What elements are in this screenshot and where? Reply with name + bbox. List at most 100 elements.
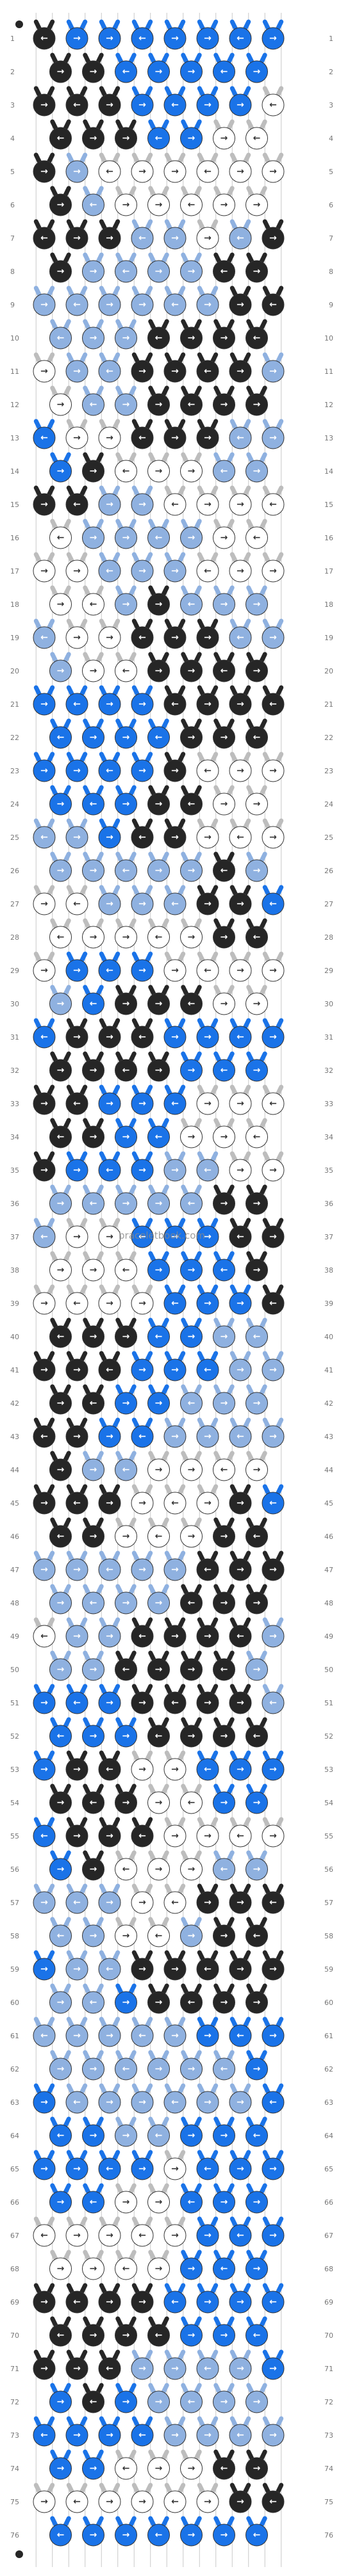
knot-arrow-icon: ←: [220, 1864, 228, 1874]
knot-arrow-icon: →: [155, 1465, 163, 1475]
knot-arrow-icon: →: [155, 2463, 163, 2474]
knot-arrow-icon: →: [122, 732, 130, 743]
knot-arrow-icon: ←: [204, 166, 212, 177]
knot: [245, 1725, 268, 1748]
knot-arrow-icon: ←: [106, 1565, 113, 1575]
knot: [262, 2424, 285, 2447]
knot-arrow-icon: →: [269, 433, 277, 443]
knot-arrow-icon: →: [171, 1365, 179, 1375]
knot: [82, 659, 104, 682]
knot: [33, 2024, 56, 2047]
knot-arrow-icon: →: [220, 333, 228, 343]
knot: [213, 193, 235, 216]
knot: [33, 759, 56, 782]
knot: [229, 93, 252, 117]
knot: [49, 2324, 72, 2347]
knot: [131, 2224, 154, 2247]
knot-arrow-icon: ←: [204, 566, 212, 576]
knot: [245, 460, 268, 483]
knot: [65, 1292, 88, 1315]
knot-arrow-icon: →: [57, 1864, 65, 1874]
knot-arrow-icon: ←: [204, 366, 212, 376]
knot-arrow-icon: →: [269, 166, 277, 177]
knot-arrow-icon: →: [73, 766, 81, 776]
knot: [180, 659, 203, 682]
row-number: 40: [324, 1333, 333, 1341]
knot: [82, 393, 104, 416]
knot: [49, 1658, 72, 1681]
knot: [33, 1159, 56, 1182]
knot: [229, 2224, 252, 2247]
row-number: 58: [10, 1932, 19, 1940]
knot: [131, 1159, 154, 1182]
knot: [33, 1625, 56, 1648]
knot-arrow-icon: →: [269, 1964, 277, 1974]
knot-arrow-icon: →: [155, 466, 163, 476]
knot-arrow-icon: ←: [188, 599, 195, 609]
knot: [131, 826, 154, 849]
knot: [180, 193, 203, 216]
knot-arrow-icon: →: [171, 1631, 179, 1641]
knot: [98, 27, 121, 50]
knot: [245, 2257, 268, 2280]
knot: [65, 1026, 88, 1049]
knot-arrow-icon: ←: [73, 1498, 81, 1508]
knot-arrow-icon: →: [106, 1631, 113, 1641]
knot-arrow-icon: ←: [90, 1997, 97, 2008]
knot: [163, 93, 187, 117]
knot: [245, 1858, 268, 1881]
row-number: 65: [10, 2165, 19, 2173]
knot-arrow-icon: →: [188, 2130, 195, 2141]
knot: [33, 1292, 56, 1315]
knot-arrow-icon: →: [73, 433, 81, 443]
row-number: 74: [10, 2465, 19, 2473]
knot: [49, 793, 72, 816]
row-number: 21: [324, 700, 333, 709]
knot-arrow-icon: ←: [171, 100, 179, 110]
knot: [131, 1691, 154, 1714]
row-number: 14: [324, 467, 333, 476]
knot: [213, 1325, 235, 1348]
knot-arrow-icon: →: [106, 1431, 113, 1442]
knot: [33, 27, 56, 50]
knot: [115, 1658, 137, 1681]
knot-arrow-icon: ←: [171, 2297, 179, 2307]
knot-arrow-icon: →: [269, 1032, 277, 1042]
knot: [163, 2490, 187, 2513]
knot: [98, 959, 121, 982]
knot: [229, 1425, 252, 1448]
knot: [98, 293, 121, 316]
knot: [33, 1824, 56, 1847]
row-number: 73: [10, 2431, 19, 2440]
knot: [213, 2124, 235, 2147]
knot-arrow-icon: →: [57, 666, 65, 676]
knot-arrow-icon: →: [73, 2230, 81, 2241]
knot-arrow-icon: →: [106, 1232, 113, 1242]
knot-arrow-icon: →: [171, 433, 179, 443]
knot: [131, 1425, 154, 1448]
knot: [262, 626, 285, 649]
knot: [163, 2024, 187, 2047]
knot-arrow-icon: ←: [220, 1664, 228, 1675]
knot-arrow-icon: →: [122, 333, 130, 343]
knot-arrow-icon: →: [237, 499, 244, 510]
knot-arrow-icon: ←: [269, 1698, 277, 1708]
knot-arrow-icon: →: [220, 599, 228, 609]
knot-arrow-icon: →: [204, 300, 212, 310]
knot: [163, 1891, 187, 1914]
knot-arrow-icon: →: [171, 366, 179, 376]
knot-arrow-icon: →: [220, 2130, 228, 2141]
knot: [147, 1991, 170, 2014]
knot: [196, 2357, 219, 2380]
knot: [82, 1791, 104, 1814]
knot-arrow-icon: →: [204, 2097, 212, 2107]
knot-arrow-icon: ←: [40, 233, 48, 243]
knot: [196, 1092, 219, 1115]
knot: [115, 2324, 137, 2347]
knot-arrow-icon: ←: [57, 533, 65, 543]
knot: [180, 2324, 203, 2347]
knot: [163, 559, 187, 583]
knot-arrow-icon: ←: [237, 1232, 244, 1242]
knot: [213, 659, 235, 682]
knot-arrow-icon: →: [90, 2130, 97, 2141]
